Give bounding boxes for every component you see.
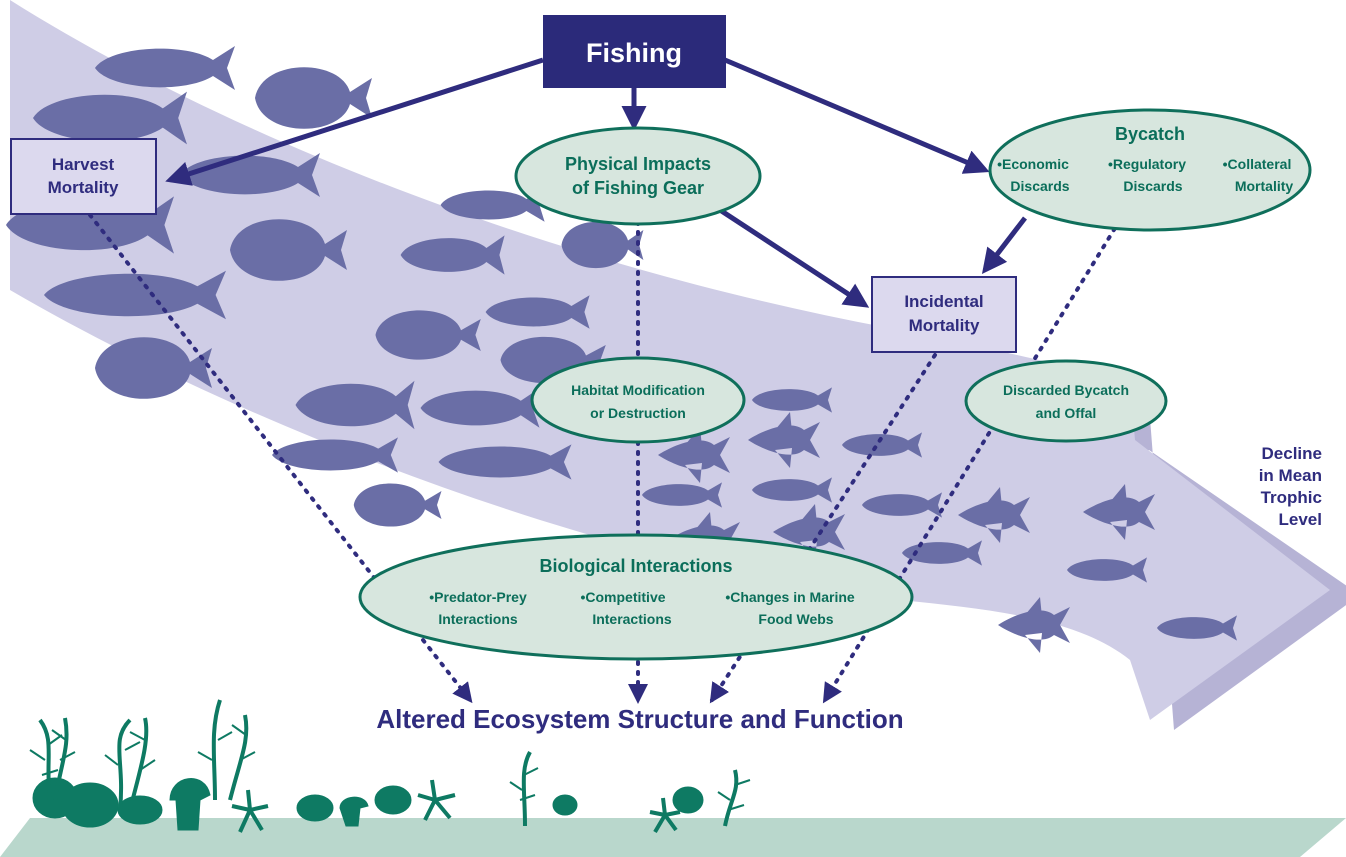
decline-line1: Decline bbox=[1262, 444, 1322, 463]
bycatch-item-2-line2: Discards bbox=[1123, 178, 1182, 194]
biological-item-1-line1: •Predator-Prey bbox=[429, 589, 527, 605]
bycatch-item-1-line1: •Economic bbox=[997, 156, 1069, 172]
decline-line2: in Mean bbox=[1259, 466, 1322, 485]
biological-title: Biological Interactions bbox=[539, 556, 732, 576]
biological-item-1-line2: Interactions bbox=[438, 611, 518, 627]
arrow-fishing-to-bycatch bbox=[724, 57, 990, 174]
physical-line1: Physical Impacts bbox=[565, 154, 711, 174]
bycatch-item-3-line1: •Collateral bbox=[1223, 156, 1292, 172]
decline-line4: Level bbox=[1279, 510, 1322, 529]
bycatch-node: Bycatch •Economic Discards •Regulatory D… bbox=[988, 108, 1312, 232]
biological-item-3-line2: Food Webs bbox=[758, 611, 833, 627]
habitat-line1: Habitat Modification bbox=[571, 382, 705, 398]
arrow-fishing-to-harvest bbox=[165, 57, 544, 186]
bycatch-title: Bycatch bbox=[1115, 124, 1185, 144]
arrow-bycatch-to-incidental bbox=[981, 216, 1027, 274]
bycatch-item-3-line2: Mortality bbox=[1235, 178, 1294, 194]
physical-line2: of Fishing Gear bbox=[572, 178, 704, 198]
bycatch-item-2-line1: •Regulatory bbox=[1108, 156, 1186, 172]
bycatch-item-1-line2: Discards bbox=[1010, 178, 1069, 194]
habitat-node: Habitat Modification or Destruction bbox=[530, 356, 746, 444]
seaweed-cluster bbox=[29, 699, 751, 834]
habitat-line2: or Destruction bbox=[590, 405, 686, 421]
incidental-line2: Mortality bbox=[909, 316, 980, 335]
biological-node: Biological Interactions •Predator-Prey I… bbox=[358, 533, 914, 661]
biological-item-2-line2: Interactions bbox=[592, 611, 672, 627]
arrow-physical-to-incidental bbox=[718, 207, 870, 308]
fishing-node: Fishing bbox=[543, 15, 726, 88]
incidental-mortality-node: Incidental Mortality bbox=[871, 276, 1017, 353]
biological-item-2-line1: •Competitive bbox=[580, 589, 665, 605]
harvest-line1: Harvest bbox=[52, 155, 115, 174]
seabed bbox=[0, 818, 1346, 857]
incidental-line1: Incidental bbox=[904, 292, 983, 311]
harvest-line2: Mortality bbox=[48, 178, 119, 197]
altered-ecosystem-label: Altered Ecosystem Structure and Function bbox=[376, 704, 903, 734]
biological-item-3-line1: •Changes in Marine bbox=[725, 589, 855, 605]
decline-line3: Trophic bbox=[1261, 488, 1322, 507]
physical-impacts-node: Physical Impacts of Fishing Gear bbox=[514, 126, 762, 226]
discarded-line1: Discarded Bycatch bbox=[1003, 382, 1129, 398]
discarded-line2: and Offal bbox=[1036, 405, 1097, 421]
solid-arrows bbox=[165, 57, 1027, 308]
harvest-mortality-node: Harvest Mortality bbox=[10, 138, 157, 215]
decline-label: Decline in Mean Trophic Level bbox=[1259, 444, 1322, 529]
discarded-node: Discarded Bycatch and Offal bbox=[964, 359, 1168, 443]
fishing-label: Fishing bbox=[586, 38, 682, 68]
